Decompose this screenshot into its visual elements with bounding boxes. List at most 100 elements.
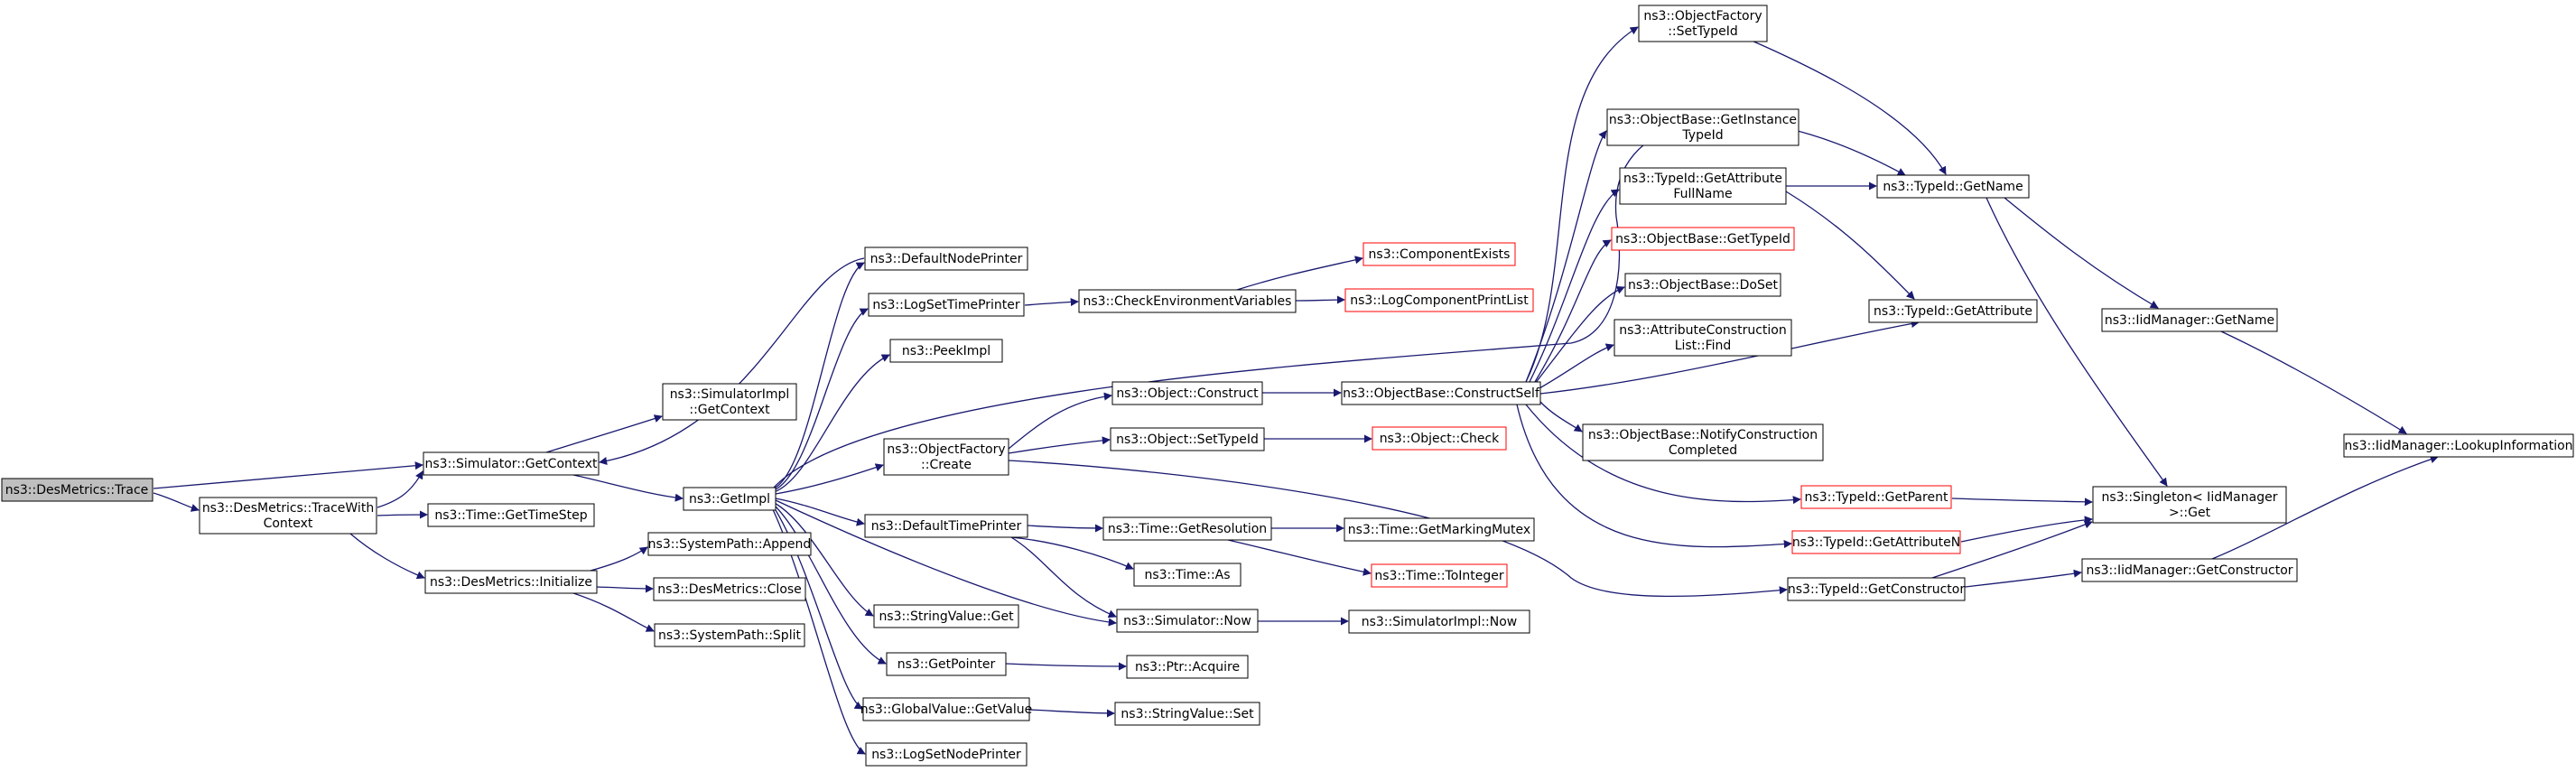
node-getimpl[interactable]: ns3::GetImpl <box>683 487 777 511</box>
call-edge <box>1010 536 1134 570</box>
call-edge <box>1008 460 1788 598</box>
svg-text:ns3::ObjectBase::GetInstance: ns3::ObjectBase::GetInstance <box>1609 113 1797 127</box>
svg-text:Context: Context <box>264 516 313 531</box>
call-edge <box>1985 197 2168 487</box>
node-time-getmarkingmutex[interactable]: ns3::Time::GetMarkingMutex <box>1344 517 1535 542</box>
call-edge <box>1931 520 2093 579</box>
call-edge <box>772 505 863 710</box>
node-object-settypeid[interactable]: ns3::Object::SetTypeId <box>1110 427 1265 451</box>
svg-text:ns3::GlobalValue::GetValue: ns3::GlobalValue::GetValue <box>860 702 1032 717</box>
node-globalvalue-getvalue[interactable]: ns3::GlobalValue::GetValue <box>860 697 1032 721</box>
call-edge <box>1951 498 2093 507</box>
svg-text:ns3::SimulatorImpl::Now: ns3::SimulatorImpl::Now <box>1362 615 1518 629</box>
node-objectbase-notifyconstructioncompleted[interactable]: ns3::ObjectBase::NotifyConstruction Comp… <box>1582 423 1824 461</box>
call-edge <box>1751 40 1947 175</box>
node-typeid-getparent[interactable]: ns3::TypeId::GetParent <box>1800 485 1952 509</box>
node-defaulttimeprinter[interactable]: ns3::DefaultTimePrinter <box>864 514 1028 538</box>
svg-text:ns3::Singleton< IidManager: ns3::Singleton< IidManager <box>2102 490 2278 505</box>
call-edge <box>1236 256 1363 291</box>
svg-text:ns3::LogSetTimePrinter: ns3::LogSetTimePrinter <box>872 298 1020 312</box>
svg-text:ns3::DesMetrics::TraceWith: ns3::DesMetrics::TraceWith <box>202 501 374 516</box>
node-simulatorimpl-getcontext[interactable]: ns3::SimulatorImpl ::GetContext <box>662 383 797 421</box>
node-typeid-getattribute[interactable]: ns3::TypeId::GetAttribute <box>1868 299 2038 323</box>
call-edge <box>1516 404 1792 549</box>
node-attributeconstructionlist-find[interactable]: ns3::AttributeConstruction List::Find <box>1613 319 1792 357</box>
node-getpointer[interactable]: ns3::GetPointer <box>886 652 1007 676</box>
node-componentexists[interactable]: ns3::ComponentExists <box>1362 242 1516 266</box>
node-simulator-now[interactable]: ns3::Simulator::Now <box>1116 609 1259 633</box>
node-desmetrics-close[interactable]: ns3::DesMetrics::Close <box>653 577 806 601</box>
node-objectfactory-create[interactable]: ns3::ObjectFactory ::Create <box>883 438 1009 476</box>
svg-text:::Create: ::Create <box>921 458 972 472</box>
node-object-check[interactable]: ns3::Object::Check <box>1372 426 1507 451</box>
svg-text:::SetTypeId: ::SetTypeId <box>1668 24 1738 39</box>
node-objectfactory-settypeid[interactable]: ns3::ObjectFactory ::SetTypeId <box>1638 5 1768 42</box>
node-systempath-split[interactable]: ns3::SystemPath::Split <box>654 623 805 647</box>
call-edge <box>596 584 654 593</box>
call-edge <box>1008 436 1111 454</box>
svg-text:ns3::ObjectFactory: ns3::ObjectFactory <box>887 442 1005 457</box>
node-logsettimeprinter[interactable]: ns3::LogSetTimePrinter <box>868 293 1025 317</box>
node-typeid-getattributen[interactable]: ns3::TypeId::GetAttributeN <box>1791 530 1961 554</box>
call-edge <box>377 510 428 519</box>
node-desmetrics-initialize[interactable]: ns3::DesMetrics::Initialize <box>424 570 598 594</box>
node-time-getresolution[interactable]: ns3::Time::GetResolution <box>1102 516 1272 541</box>
node-typeid-getattributefullname[interactable]: ns3::TypeId::GetAttribute FullName <box>1619 167 1787 205</box>
node-singleton-iidmanager-get[interactable]: ns3::Singleton< IidManager >::Get <box>2092 486 2287 524</box>
node-logsetnodeprinter[interactable]: ns3::LogSetNodePrinter <box>865 742 1028 767</box>
node-iidmanager-getname[interactable]: ns3::IidManager::GetName <box>2101 308 2278 332</box>
node-objectbase-getinstancetypeid[interactable]: ns3::ObjectBase::GetInstance TypeId <box>1606 108 1799 146</box>
call-edge <box>1539 343 1614 389</box>
node-objectbase-constructself[interactable]: ns3::ObjectBase::ConstructSelf <box>1341 381 1541 405</box>
call-edge <box>1024 297 1079 307</box>
call-edge <box>775 499 1117 627</box>
node-stringvalue-get[interactable]: ns3::StringValue::Get <box>873 604 1019 628</box>
node-iidmanager-getconstructor[interactable]: ns3::IidManager::GetConstructor <box>2081 558 2298 582</box>
call-edge <box>2211 455 2439 560</box>
node-stringvalue-set[interactable]: ns3::StringValue::Set <box>1114 702 1260 726</box>
node-checkenvironmentvariables[interactable]: ns3::CheckEnvironmentVariables <box>1078 289 1297 313</box>
call-edge <box>1960 516 2093 543</box>
svg-text:ns3::DesMetrics::Trace: ns3::DesMetrics::Trace <box>5 483 149 498</box>
call-edge <box>1525 404 1801 505</box>
svg-text:TypeId: TypeId <box>1681 128 1723 143</box>
node-simulatorimpl-now[interactable]: ns3::SimulatorImpl::Now <box>1348 609 1530 634</box>
node-object-construct[interactable]: ns3::Object::Construct <box>1111 381 1263 405</box>
node-ptr-acquire[interactable]: ns3::Ptr::Acquire <box>1126 655 1249 679</box>
svg-text:::GetContext: ::GetContext <box>689 403 770 417</box>
node-time-as[interactable]: ns3::Time::As <box>1133 563 1242 587</box>
node-peekimpl[interactable]: ns3::PeekImpl <box>889 339 1003 363</box>
call-edge <box>1785 191 1915 300</box>
node-typeid-getname[interactable]: ns3::TypeId::GetName <box>1876 174 2030 199</box>
node-typeid-getconstructor[interactable]: ns3::TypeId::GetConstructor <box>1787 577 1966 601</box>
node-systempath-append[interactable]: ns3::SystemPath::Append <box>647 532 812 556</box>
svg-text:ns3::Ptr::Acquire: ns3::Ptr::Acquire <box>1135 660 1240 674</box>
call-edge <box>1534 285 1625 385</box>
call-edge <box>1534 239 1612 383</box>
svg-text:ns3::DefaultNodePrinter: ns3::DefaultNodePrinter <box>870 252 1023 266</box>
call-edge <box>1028 709 1115 718</box>
node-logcomponentprintlist[interactable]: ns3::LogComponentPrintList <box>1344 288 1534 312</box>
node-desmetrics-tracewithcontext[interactable]: ns3::DesMetrics::TraceWith Context <box>199 497 377 535</box>
svg-text:ns3::Object::Check: ns3::Object::Check <box>1380 432 1500 446</box>
svg-text:ns3::DesMetrics::Initialize: ns3::DesMetrics::Initialize <box>430 575 592 590</box>
svg-text:ns3::DefaultTimePrinter: ns3::DefaultTimePrinter <box>871 519 1022 534</box>
node-time-tointeger[interactable]: ns3::Time::ToInteger <box>1371 563 1508 588</box>
call-edge <box>1005 662 1127 671</box>
node-simulator-getcontext[interactable]: ns3::Simulator::GetContext <box>423 451 600 476</box>
call-edge <box>1525 130 1607 383</box>
node-objectbase-gettypeid[interactable]: ns3::ObjectBase::GetTypeId <box>1611 227 1795 251</box>
call-edge <box>572 592 655 632</box>
node-time-gettimestep[interactable]: ns3::Time::GetTimeStep <box>427 503 595 527</box>
svg-text:ns3::StringValue::Get: ns3::StringValue::Get <box>879 609 1014 624</box>
svg-text:Completed: Completed <box>1669 443 1737 458</box>
svg-text:ns3::LogComponentPrintList: ns3::LogComponentPrintList <box>1350 293 1529 308</box>
node-defaultnodeprinter[interactable]: ns3::DefaultNodePrinter <box>864 246 1028 271</box>
svg-text:ns3::ComponentExists: ns3::ComponentExists <box>1369 247 1511 262</box>
svg-text:ns3::IidManager::GetConstructo: ns3::IidManager::GetConstructor <box>2086 563 2292 578</box>
node-iidmanager-lookupinformation[interactable]: ns3::IidManager::LookupInformation <box>2343 433 2574 458</box>
svg-text:ns3::LogSetNodePrinter: ns3::LogSetNodePrinter <box>871 748 1021 762</box>
call-edge <box>2004 197 2159 309</box>
node-objectbase-doset[interactable]: ns3::ObjectBase::DoSet <box>1624 273 1781 297</box>
